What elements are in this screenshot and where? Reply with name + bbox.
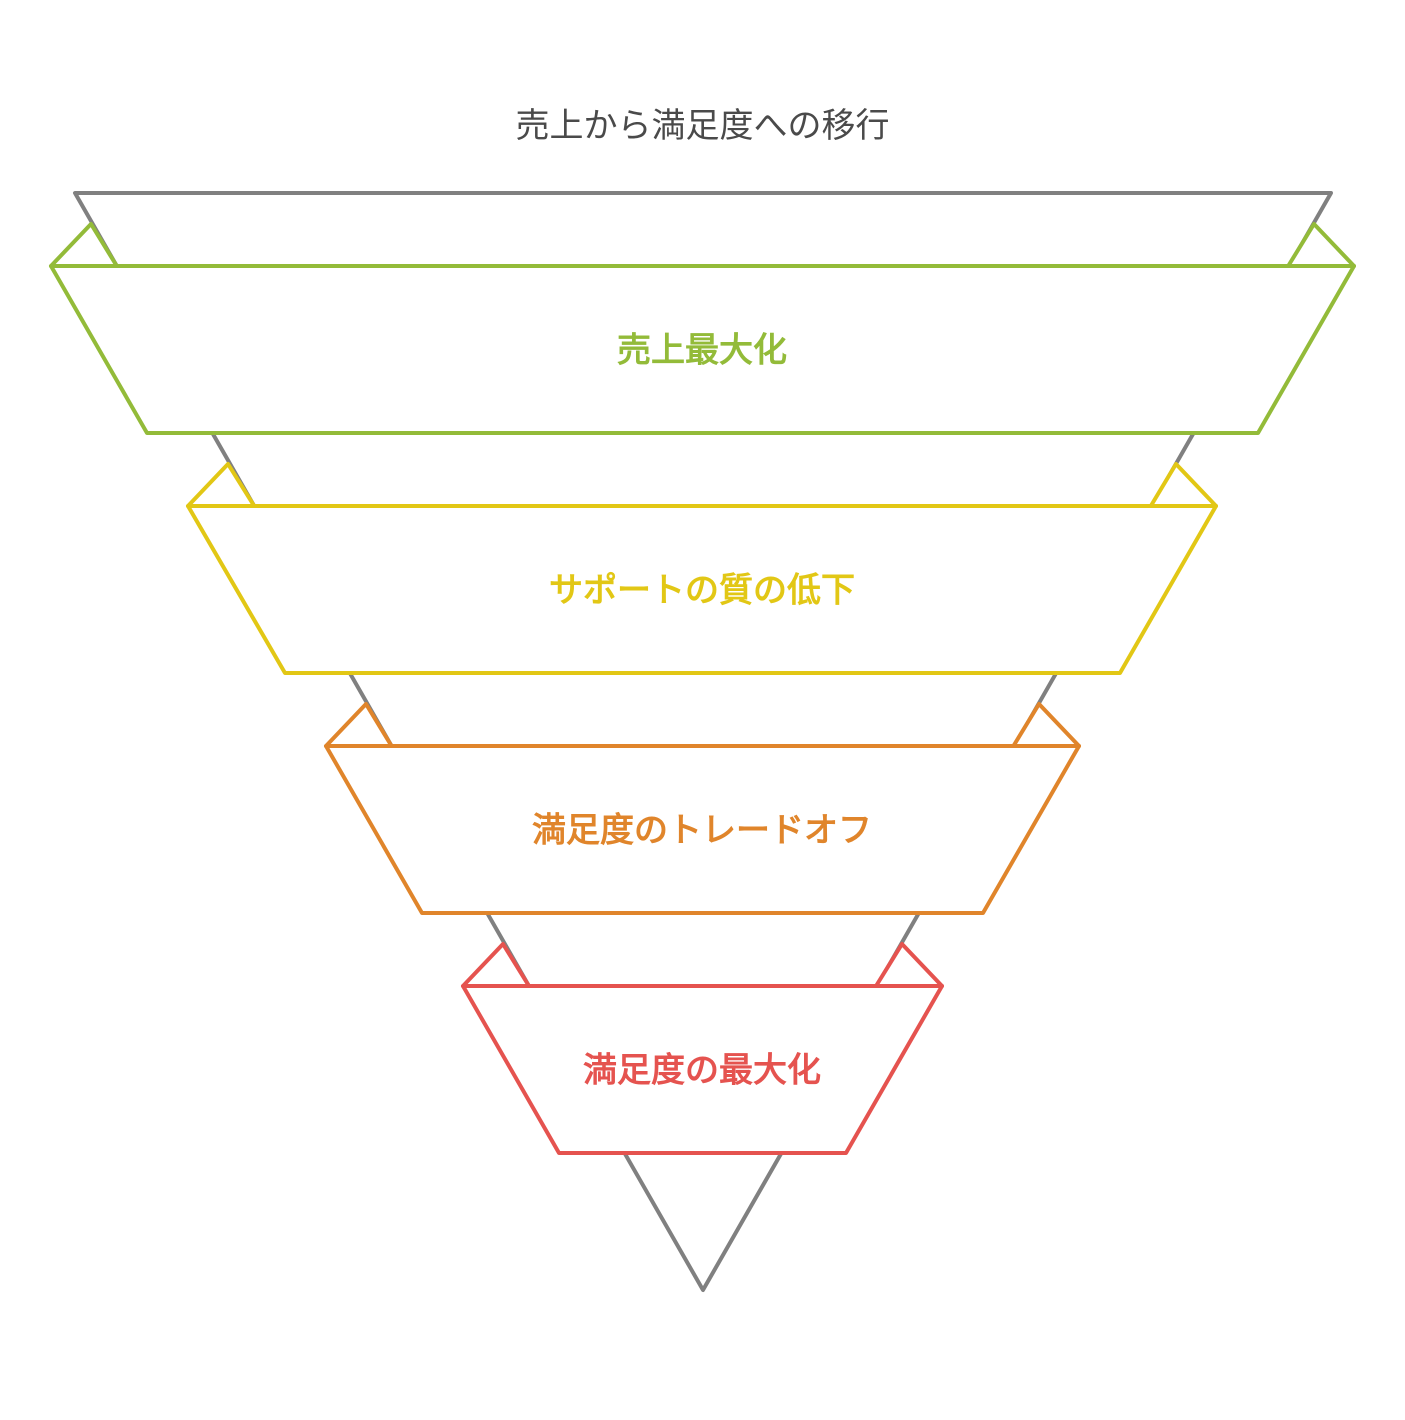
stage-band bbox=[49, 264, 1356, 435]
stage-band bbox=[186, 504, 1218, 675]
stage-label: 満足度のトレードオフ bbox=[532, 811, 872, 851]
stage-label: 売上最大化 bbox=[617, 331, 787, 371]
stage-fold-right bbox=[1286, 222, 1356, 268]
stage-fold-right bbox=[1011, 702, 1081, 748]
stage-band bbox=[461, 984, 944, 1155]
stage-fold-right bbox=[1148, 462, 1218, 508]
stage-label: サポートの質の低下 bbox=[549, 571, 855, 611]
diagram-title: 売上から満足度への移行 bbox=[515, 106, 890, 146]
stage-label: 満足度の最大化 bbox=[583, 1051, 821, 1091]
stage-fold-right bbox=[874, 942, 944, 988]
stage-band bbox=[324, 744, 1081, 915]
